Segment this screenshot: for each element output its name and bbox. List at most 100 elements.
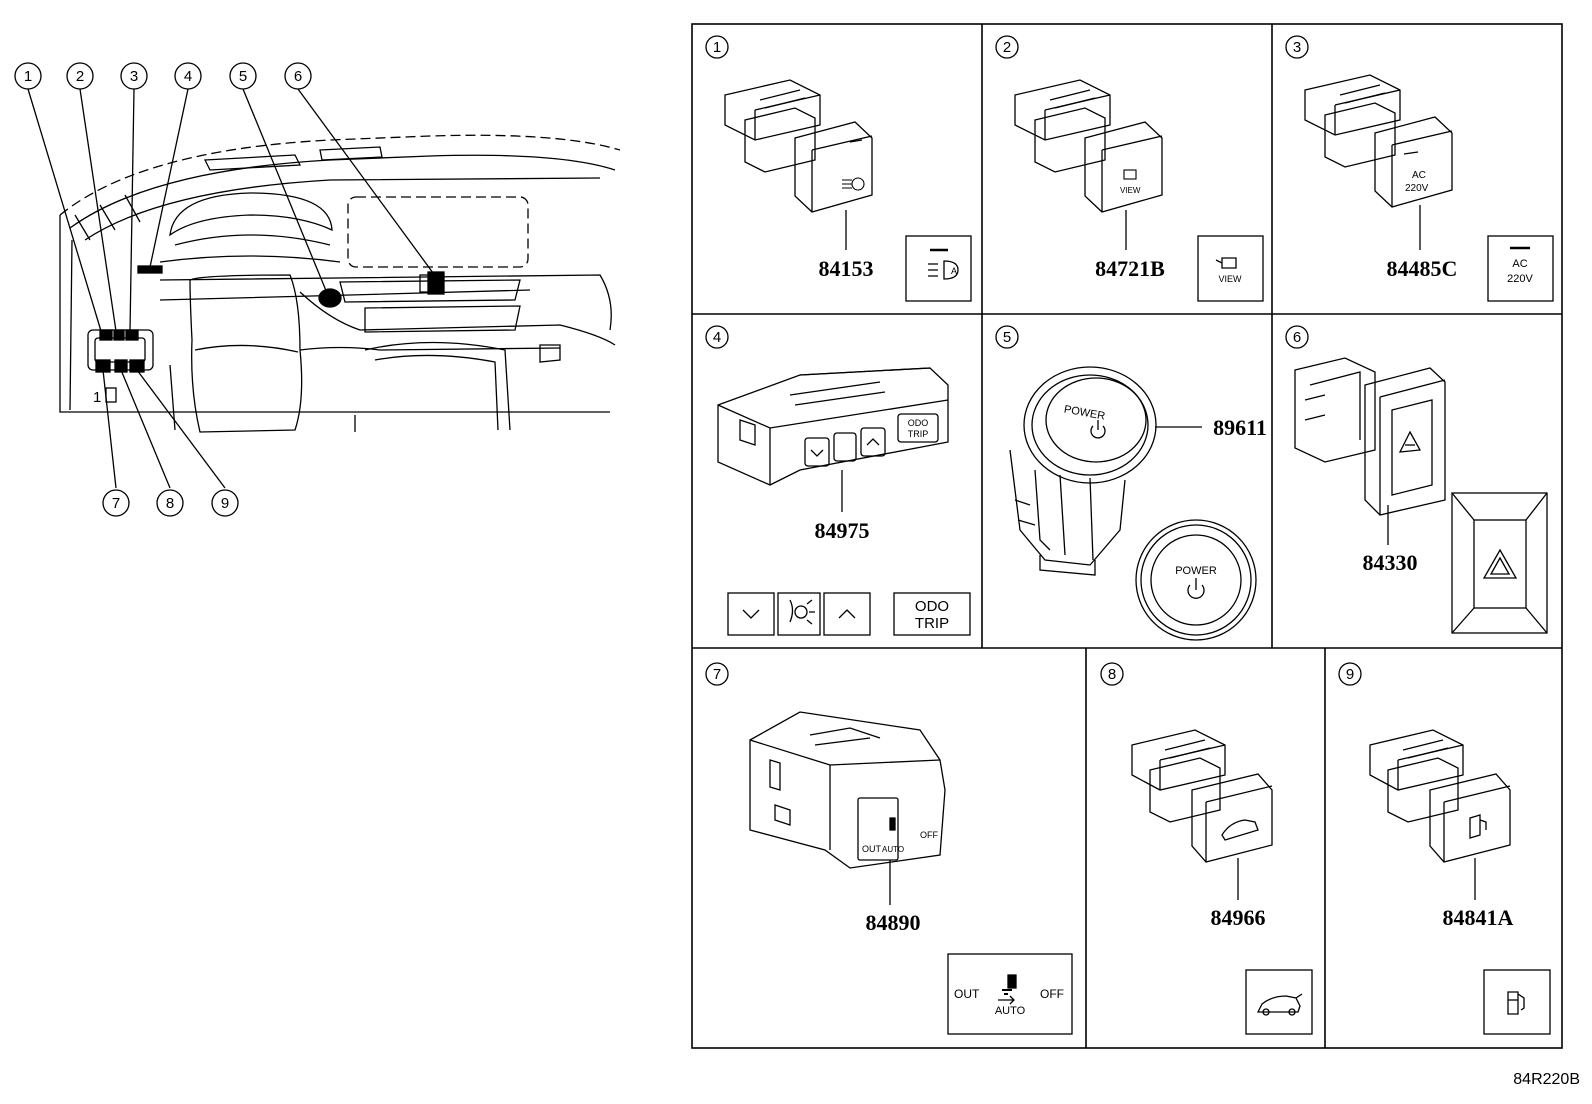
part-number-84721B: 84721B xyxy=(1095,256,1165,281)
fuel-lid-icon xyxy=(1507,991,1525,1015)
auto-label: AUTO xyxy=(995,1005,1026,1017)
odo-label-small: ODO xyxy=(908,418,929,428)
cell-callout-8: 8 xyxy=(1100,662,1124,686)
parts-grid xyxy=(691,23,1563,1049)
svg-text:8: 8 xyxy=(1108,666,1116,683)
symbol-inset-3: AC 220V xyxy=(1487,235,1554,302)
svg-text:7: 7 xyxy=(713,666,721,683)
switch-drawing-4: ODO TRIP xyxy=(717,367,949,486)
step-icon-small xyxy=(889,817,896,831)
callout-4: 4 xyxy=(174,62,202,90)
auto-label-small: AUTO xyxy=(882,845,904,854)
switch-drawing-2: VIEW xyxy=(1014,79,1163,213)
power-label: POWER xyxy=(1175,565,1217,577)
ac-label-small: AC xyxy=(1412,170,1426,181)
symbol-inset-4: ODO TRIP xyxy=(727,592,971,636)
dashboard-overview: 1 xyxy=(27,88,621,489)
cell-callout-5: 5 xyxy=(995,325,1019,349)
svg-text:3: 3 xyxy=(130,68,138,85)
callout-6: 6 xyxy=(284,62,312,90)
hazard-icon xyxy=(1482,548,1518,579)
svg-text:2: 2 xyxy=(1003,39,1011,56)
svg-text:6: 6 xyxy=(294,68,302,85)
svg-text:3: 3 xyxy=(1293,39,1301,56)
part-cell-6: 84330 xyxy=(1294,357,1548,634)
ac-label: AC xyxy=(1512,258,1527,270)
part-number-84153: 84153 xyxy=(819,256,874,281)
trip-label-small: TRIP xyxy=(908,429,929,439)
symbol-inset-2: VIEW xyxy=(1197,235,1264,302)
cell-callout-7: 7 xyxy=(705,662,729,686)
back-door-icon-small xyxy=(1221,819,1259,841)
camera-view-icon xyxy=(1215,257,1237,269)
cell-callout-1: 1 xyxy=(705,35,729,59)
callout-1: 1 xyxy=(14,62,42,90)
headlight-leveling-icon: A xyxy=(928,260,959,280)
callout-7: 7 xyxy=(102,489,130,517)
headlight-leveling-icon xyxy=(842,177,865,191)
switch-drawing-1 xyxy=(724,79,873,213)
cell-callouts: 1 2 3 4 5 6 7 8 9 xyxy=(705,35,1362,686)
power-icon: POWER xyxy=(1175,565,1217,599)
chevron-down-icon xyxy=(742,609,760,619)
off-label-small: OFF xyxy=(920,830,938,840)
callout-5: 5 xyxy=(229,62,257,90)
callout-3: 3 xyxy=(120,62,148,90)
cell-callout-4: 4 xyxy=(705,325,729,349)
odo-label: ODO xyxy=(915,598,949,615)
off-label: OFF xyxy=(1040,987,1064,1001)
switch-drawing-7: OUT AUTO OFF xyxy=(749,711,946,869)
svg-text:4: 4 xyxy=(184,68,192,85)
symbol-inset-1: A xyxy=(905,235,972,302)
power-icon-small xyxy=(1090,420,1106,439)
part-cell-1: 84153 A xyxy=(724,79,972,302)
part-cell-5: POWER 89611 POWER xyxy=(1009,366,1267,641)
part-cell-4: ODO TRIP 84975 ODO TRIP xyxy=(717,367,971,636)
switch-drawing-6 xyxy=(1294,357,1446,516)
voltage-label-small: 220V xyxy=(1405,183,1429,194)
switch-drawing-5: POWER xyxy=(1009,366,1157,576)
callout-2: 2 xyxy=(66,62,94,90)
power-label-small: POWER xyxy=(1063,404,1106,423)
part-number-89611: 89611 xyxy=(1213,415,1267,440)
cell-callout-3: 3 xyxy=(1285,35,1309,59)
back-door-icon xyxy=(1256,993,1303,1016)
svg-text:A: A xyxy=(951,266,957,276)
svg-text:1: 1 xyxy=(713,39,721,56)
svg-text:9: 9 xyxy=(1346,666,1354,683)
step-icon xyxy=(998,974,1017,1005)
fuel-lid-icon-small xyxy=(1469,814,1487,839)
part-number-84966: 84966 xyxy=(1211,905,1266,930)
voltage-label: 220V xyxy=(1507,273,1533,285)
part-number-84975: 84975 xyxy=(815,518,870,543)
svg-text:2: 2 xyxy=(76,68,84,85)
part-cell-8: 84966 xyxy=(1131,729,1313,1035)
symbol-inset-5: POWER xyxy=(1135,519,1257,641)
part-number-84330: 84330 xyxy=(1363,550,1418,575)
callout-9: 9 xyxy=(211,489,239,517)
part-number-84485C: 84485C xyxy=(1387,256,1458,281)
dimmer-icon xyxy=(789,599,815,625)
switch-drawing-3: AC 220V xyxy=(1304,74,1453,208)
svg-text:8: 8 xyxy=(166,495,174,512)
switch-drawing-8 xyxy=(1131,729,1273,863)
part-number-84841A: 84841A xyxy=(1443,905,1514,930)
out-label: OUT xyxy=(954,987,980,1001)
cell-callout-2: 2 xyxy=(995,35,1019,59)
chevron-up-icon xyxy=(838,609,856,619)
diagram-reference-code: 84R220B xyxy=(1513,1071,1580,1088)
out-label-small: OUT xyxy=(862,844,882,854)
cell-callout-6: 6 xyxy=(1285,325,1309,349)
overview-callouts: 1 2 3 4 5 6 7 8 9 xyxy=(14,62,312,517)
callout-8: 8 xyxy=(156,489,184,517)
view-label-small: VIEW xyxy=(1120,186,1141,195)
svg-text:5: 5 xyxy=(1003,329,1011,346)
part-cell-3: AC 220V 84485C AC 220V xyxy=(1304,74,1554,302)
hazard-icon-small xyxy=(1398,430,1422,453)
trip-label: TRIP xyxy=(915,615,949,632)
ac-outlet-icon: AC 220V xyxy=(1507,258,1533,285)
camera-view-icon xyxy=(1123,169,1137,180)
part-number-84890: 84890 xyxy=(866,910,921,935)
